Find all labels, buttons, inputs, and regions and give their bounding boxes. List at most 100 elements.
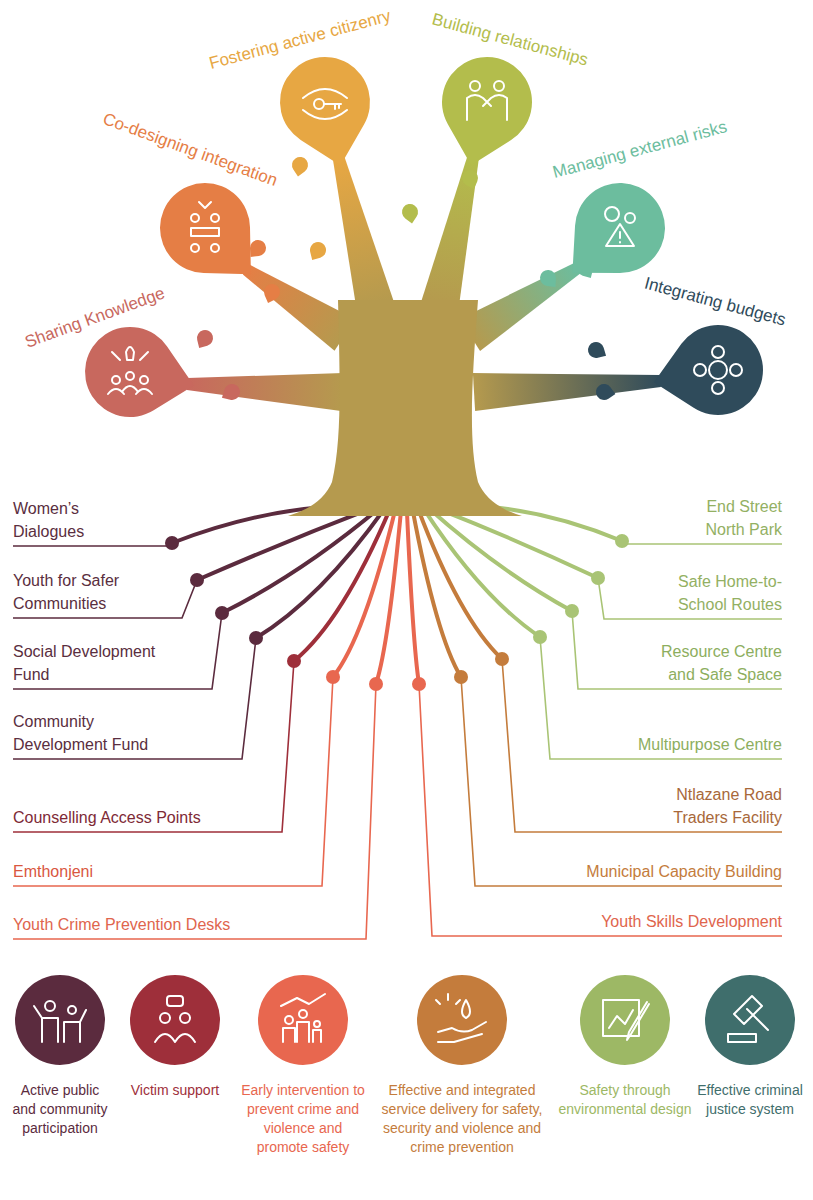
goal-icon xyxy=(155,996,195,1042)
goal-label: Victim support xyxy=(129,1081,221,1100)
leaf-outline xyxy=(271,48,385,172)
goal-node: Victim support xyxy=(129,975,221,1100)
icon-path xyxy=(199,202,211,208)
icon-path xyxy=(303,89,347,98)
leaf-node: Co-designing integration xyxy=(135,158,275,298)
icon-path xyxy=(436,994,460,1004)
icon-path xyxy=(34,1006,86,1042)
branch-label: Building relationships xyxy=(430,10,590,71)
goal-node: Effective criminal justice system xyxy=(695,975,805,1119)
icon-path xyxy=(126,347,134,360)
root-dot xyxy=(369,677,383,691)
leaf-icon xyxy=(303,89,347,119)
tree-root xyxy=(197,505,380,580)
leader-line xyxy=(13,543,172,546)
goal-label: Effective and integrated service deliver… xyxy=(374,1081,550,1157)
icon-rect xyxy=(167,996,183,1006)
icon-circle xyxy=(605,207,619,221)
small-leaf xyxy=(460,168,482,192)
icon-path xyxy=(155,1034,195,1042)
icon-g xyxy=(34,1001,86,1042)
icon-g xyxy=(467,81,507,120)
icon-path xyxy=(606,224,634,246)
root-dot xyxy=(533,630,547,644)
root-dot xyxy=(287,654,301,668)
icon-circle xyxy=(712,382,724,394)
root-dot xyxy=(454,670,468,684)
goal-label: Active public and community participatio… xyxy=(10,1081,110,1138)
icon-path xyxy=(112,352,148,360)
tree-root xyxy=(376,505,402,684)
goal-label: Effective criminal justice system xyxy=(695,1081,805,1119)
small-leaf xyxy=(192,327,216,352)
tree-root xyxy=(425,505,572,611)
small-leaf xyxy=(537,267,562,292)
leader-lines xyxy=(13,541,782,939)
root-dot xyxy=(615,534,629,548)
icon-path xyxy=(467,95,507,120)
leaf-node: Fostering active citizenry xyxy=(255,32,395,172)
icon-g xyxy=(728,996,768,1042)
icon-path xyxy=(324,104,341,109)
leaf-icon xyxy=(467,81,507,120)
root-dot xyxy=(215,606,229,620)
icon-g xyxy=(436,994,486,1042)
goal-circle xyxy=(130,975,220,1065)
project-label: Emthonjeni xyxy=(13,860,93,883)
goal-label: Early intervention to prevent crime and … xyxy=(237,1081,369,1157)
icon-circle xyxy=(191,244,199,252)
small-leaf xyxy=(401,203,420,225)
icon-path xyxy=(619,232,621,243)
root-dot xyxy=(165,536,179,550)
goal-node: Active public and community participatio… xyxy=(10,975,110,1138)
icon-circle xyxy=(126,372,134,380)
leaf-node: Building relationships xyxy=(417,32,557,172)
icon-circle xyxy=(180,1013,190,1023)
icon-circle xyxy=(285,1016,293,1024)
goal-circle xyxy=(15,975,105,1065)
tree-branch xyxy=(333,157,393,309)
goal-icon xyxy=(281,994,325,1042)
tree-trunk xyxy=(288,300,522,516)
project-label: Resource Centre and Safe Space xyxy=(642,640,782,686)
goal-node: Effective and integrated service deliver… xyxy=(374,975,550,1157)
icon-g xyxy=(605,207,635,246)
icon-g xyxy=(603,1000,649,1040)
project-label: Youth Crime Prevention Desks xyxy=(13,913,230,936)
icon-circle xyxy=(68,1006,76,1014)
icon-circle xyxy=(191,214,199,222)
goal-circle xyxy=(417,975,507,1065)
icon-circle xyxy=(712,346,724,358)
icon-circle xyxy=(160,1013,170,1023)
icon-circle xyxy=(709,361,727,379)
small-leaves xyxy=(192,156,617,405)
icon-circle xyxy=(694,364,706,376)
leader-line xyxy=(502,659,782,832)
root-dot xyxy=(190,573,204,587)
small-leaf xyxy=(595,383,617,402)
leaf-node: Sharing Knowledge xyxy=(60,302,200,442)
icon-path xyxy=(281,994,325,1042)
goal-label: Safety through environmental design xyxy=(550,1081,700,1119)
leader-line xyxy=(13,677,333,886)
goal-circle xyxy=(580,975,670,1065)
project-label: Community Development Fund xyxy=(13,710,163,756)
leaf-icon xyxy=(605,207,635,246)
branch-label: Integrating budgets xyxy=(642,274,788,331)
project-label: Youth for Safer Communities xyxy=(13,569,153,615)
icon-circle xyxy=(112,376,120,384)
tree-branch xyxy=(460,263,581,351)
project-label: Counselling Access Points xyxy=(13,806,201,829)
small-leaf xyxy=(585,339,610,363)
icon-g xyxy=(108,347,152,394)
circle-fill xyxy=(258,975,348,1065)
icon-rect xyxy=(728,1034,756,1042)
tree-root xyxy=(256,505,387,638)
root-dot xyxy=(412,677,426,691)
project-label: Youth Skills Development xyxy=(601,910,782,933)
leaf-icon xyxy=(694,346,742,394)
goal-icon xyxy=(34,1001,86,1042)
project-label: Ntlazane Road Traders Facility xyxy=(632,783,782,829)
small-leaf xyxy=(290,156,309,178)
